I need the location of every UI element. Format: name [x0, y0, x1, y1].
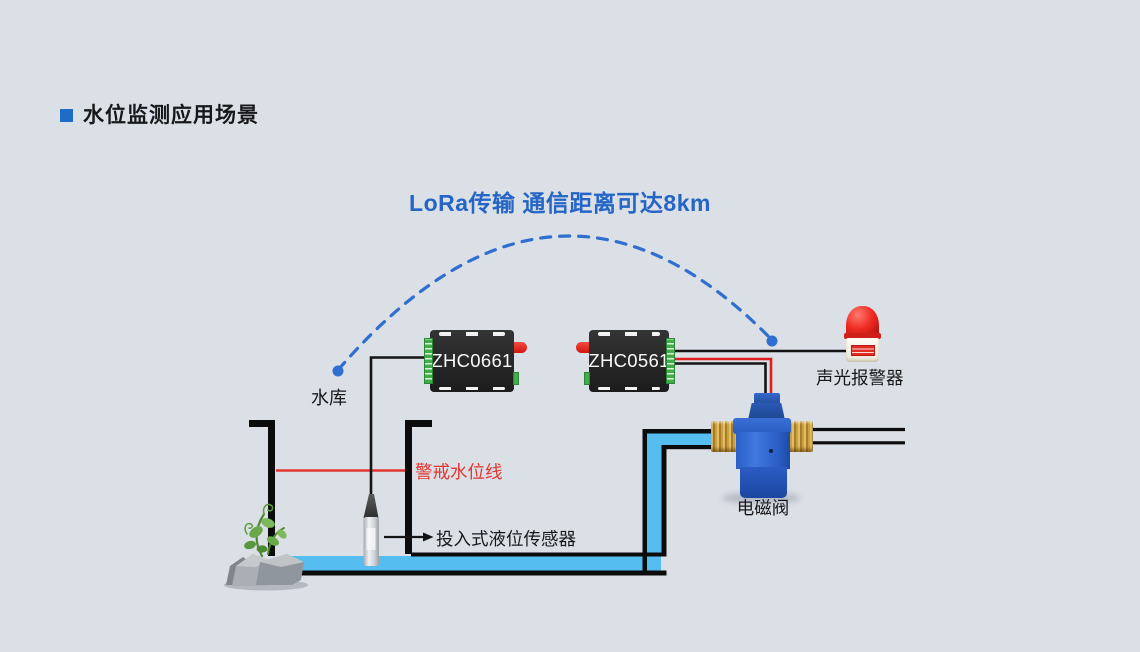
outlet-pipes: [798, 427, 905, 445]
arc-endpoint-dot-right: [766, 335, 778, 347]
valve-screw-dot: [769, 449, 773, 453]
tank-walls: [249, 420, 432, 556]
mounting-tabs-bottom: [439, 386, 505, 390]
sensor-pointer-arrow: [384, 532, 434, 542]
valve-body: [736, 432, 790, 469]
sensor-cable: [369, 356, 426, 497]
connector-port-icon: [513, 372, 519, 385]
antenna-icon: [514, 342, 527, 353]
alarm-dome-icon: [846, 306, 879, 337]
mounting-tabs-top: [598, 332, 660, 336]
device-model-label: ZHC0561: [588, 350, 670, 371]
alarm-label: 声光报警器: [816, 368, 904, 388]
page-title: 水位监测应用场景: [83, 104, 259, 127]
valve-wire-black: [672, 362, 767, 410]
terminal-block-icon: [666, 338, 675, 384]
reservoir-label: 水库: [311, 388, 347, 408]
water-channel: [288, 429, 717, 576]
device-zhc0661: ZHC0661: [424, 330, 527, 392]
page-title-row: 水位监测应用场景: [60, 99, 259, 129]
sensor-label: 投入式液位传感器: [436, 529, 576, 549]
terminal-block-icon: [424, 338, 433, 384]
plant: [244, 503, 287, 558]
valve-label: 电磁阀: [736, 498, 790, 518]
valve-shoulder: [733, 418, 791, 434]
lora-arc: [332, 234, 778, 377]
mounting-tabs-bottom: [598, 386, 660, 390]
device-zhc0561: ZHC0561: [576, 330, 675, 392]
connector-port-icon: [584, 372, 590, 385]
lora-transmission-label: LoRa传输 通信距离可达8km: [409, 190, 711, 216]
title-bullet-square-icon: [60, 108, 73, 122]
valve-lower-body: [740, 467, 787, 498]
level-sensor: [363, 494, 379, 566]
mounting-tabs-top: [439, 332, 505, 336]
arc-endpoint-dot-left: [332, 365, 344, 377]
rocks: [224, 554, 308, 591]
valve-top-flange: [748, 403, 785, 420]
device-model-label: ZHC0661: [431, 350, 513, 371]
alarm-collar: [844, 333, 881, 339]
valve-top-cap: [754, 393, 780, 404]
alarm-label-band: [851, 345, 875, 356]
alert-water-line-label: 警戒水位线: [415, 462, 503, 482]
antenna-icon: [576, 342, 589, 353]
